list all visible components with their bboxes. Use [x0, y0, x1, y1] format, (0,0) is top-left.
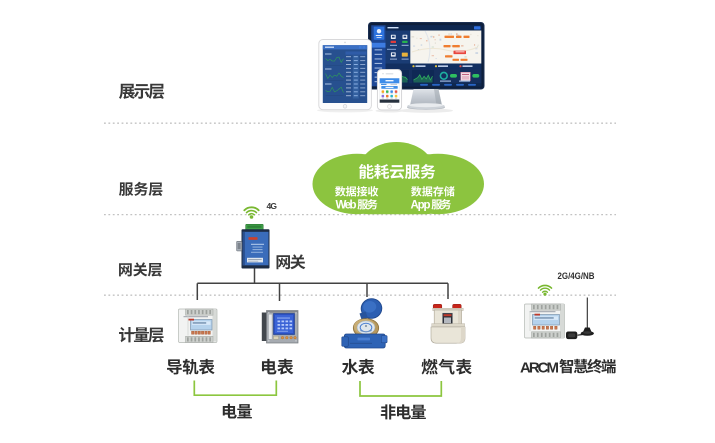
- svg-text:4G: 4G: [267, 201, 278, 211]
- svg-text:Web: Web: [336, 200, 357, 212]
- svg-text:App: App: [411, 200, 431, 212]
- svg-text:ARCM: ARCM: [520, 360, 559, 377]
- svg-text:2G/4G/NB: 2G/4G/NB: [558, 271, 595, 281]
